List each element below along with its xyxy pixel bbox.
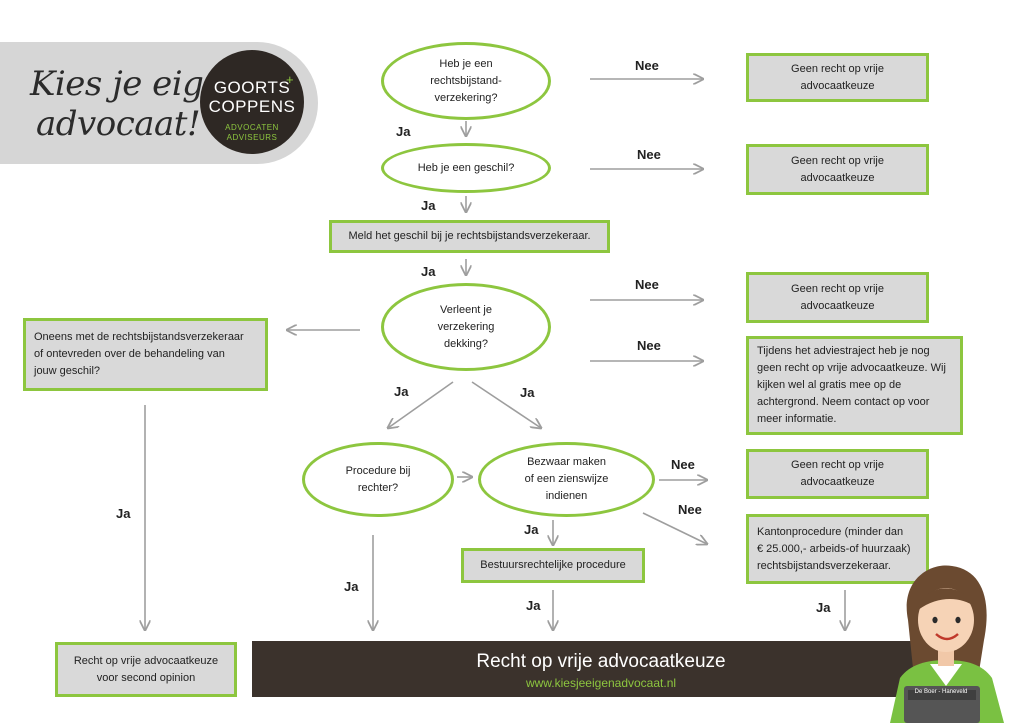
logo-plus: +: [286, 72, 294, 87]
question-rechtsbijstand-text: Heb je een rechtsbijstand-verzekering?: [430, 56, 502, 107]
label-nee-3: Nee: [635, 277, 659, 292]
box-adviestraject-text: Tijdens het adviestraject heb je nog geen…: [757, 343, 946, 428]
text-line: Bestuursrechtelijke procedure: [480, 559, 626, 571]
arrow-q3-bezwaar: [471, 381, 541, 428]
label-nee-2: Nee: [637, 147, 661, 162]
text-line: advocaatkeuze: [800, 476, 875, 488]
logo-sub2: ADVISEURS: [226, 133, 278, 142]
text-line: Meld het geschil bij je rechtsbijstandsv…: [348, 230, 591, 242]
text-line: Bezwaar maken: [527, 456, 606, 468]
box-meld-geschil-text: Meld het geschil bij je rechtsbijstandsv…: [348, 228, 590, 245]
text-line: meer informatie.: [757, 413, 837, 425]
box-geen-recht-2: Geen recht op vrije advocaatkeuze: [746, 144, 929, 195]
text-line: geen recht op vrije advocaatkeuze. Wij: [757, 362, 946, 374]
text-line: Recht op vrije advocaatkeuze: [73, 654, 219, 667]
text-line: of ontevreden over de behandeling van: [34, 348, 225, 360]
question-rechtsbijstand: Heb je een rechtsbijstand-verzekering?: [381, 42, 551, 120]
text-line: verzekering: [437, 320, 495, 333]
box-bestuursrechtelijk-text: Bestuursrechtelijke procedure: [480, 557, 626, 574]
text-line: Oneens met de rechtsbijstandsverzekeraar: [34, 331, 244, 343]
question-procedure: Procedure bij rechter?: [302, 442, 454, 517]
logo-line1: GOORTS: [213, 78, 291, 97]
question-geschil: Heb je een geschil?: [381, 143, 551, 193]
arrow-bezwaar-nee-bottom: [642, 512, 707, 544]
box-second-opinion-text: Recht op vrije advocaatkeuze voor second …: [74, 653, 218, 687]
text-line: Geen recht op vrije: [791, 282, 884, 295]
logo-sub1: ADVOCATEN: [225, 123, 279, 132]
label-nee-1: Nee: [635, 58, 659, 73]
box-oneens: Oneens met de rechtsbijstandsverzekeraar…: [23, 318, 268, 391]
text-line: Heb je een: [439, 57, 493, 70]
text-line: Geen recht op vrije: [791, 459, 884, 471]
label-nee-4: Nee: [637, 338, 661, 353]
text-line: Tijdens het adviestraject heb je nog: [757, 345, 930, 357]
label-ja-10: Ja: [816, 600, 831, 615]
text-line: rechtsbijstandsverzekeraar.: [757, 559, 891, 572]
box-geen-recht-3: Geen recht op vrije advocaatkeuze: [746, 272, 929, 323]
box-oneens-text: Oneens met de rechtsbijstandsverzekeraar…: [34, 329, 244, 380]
question-procedure-text: Procedure bij rechter?: [346, 463, 411, 497]
text-line: rechtsbijstand-: [430, 74, 502, 87]
text-line: voor second opinion: [96, 671, 196, 684]
label-ja-2: Ja: [421, 198, 436, 213]
label-ja-3: Ja: [421, 264, 436, 279]
box-geen-recht-1: Geen recht op vrije advocaatkeuze: [746, 53, 929, 102]
box-meld-geschil: Meld het geschil bij je rechtsbijstandsv…: [329, 220, 610, 253]
text-line: advocaatkeuze: [800, 171, 875, 184]
lawyer-illustration: [890, 565, 1004, 723]
text-line: of een zienswijze: [524, 473, 609, 485]
label-ja-1: Ja: [396, 124, 411, 139]
text-line: advocaatkeuze: [800, 79, 875, 92]
text-line: verzekering?: [434, 91, 498, 104]
label-ja-9: Ja: [526, 598, 541, 613]
label-nee-5: Nee: [671, 457, 695, 472]
company-logo: GOORTS + COPPENS ADVOCATEN ADVISEURS: [200, 50, 304, 154]
question-bezwaar: Bezwaar maken of een zienswijze indienen: [478, 442, 655, 517]
text-line: € 25.000,- arbeids-of huurzaak): [757, 542, 911, 555]
arrow-q3-procedure: [388, 381, 454, 428]
label-ja-8: Ja: [344, 579, 359, 594]
text-line: advocaatkeuze: [800, 299, 875, 312]
text-line: dekking?: [443, 337, 489, 350]
footer-url-link[interactable]: www.kiesjeeigenadvocaat.nl: [525, 676, 677, 690]
label-ja-5: Ja: [520, 385, 535, 400]
question-bezwaar-text: Bezwaar maken of een zienswijze indienen: [525, 454, 609, 505]
box-geen-recht-1-text: Geen recht op vrije advocaatkeuze: [791, 61, 884, 95]
question-dekking: Verleent je verzekering dekking?: [381, 283, 551, 371]
text-line: Verleent je: [440, 303, 492, 316]
text-line: Geen recht op vrije: [791, 154, 884, 167]
label-ja-7: Ja: [524, 522, 539, 537]
box-geen-recht-2-text: Geen recht op vrije advocaatkeuze: [791, 153, 884, 187]
box-geen-recht-4: Geen recht op vrije advocaatkeuze: [746, 449, 929, 499]
box-geen-recht-4-text: Geen recht op vrije advocaatkeuze: [791, 457, 884, 491]
box-geen-recht-3-text: Geen recht op vrije advocaatkeuze: [791, 281, 884, 315]
box-adviestraject: Tijdens het adviestraject heb je nog geen…: [746, 336, 963, 435]
text-line: Procedure bij: [345, 464, 411, 477]
box-kantonprocedure: Kantonprocedure (minder dan € 25.000,- ar…: [746, 514, 929, 584]
label-ja-6: Ja: [116, 506, 131, 521]
text-line: Geen recht op vrije: [791, 62, 884, 75]
text-line: achtergrond. Neem contact op voor: [757, 396, 930, 408]
illustration-nameplate: De Boer - Haneveld: [914, 689, 968, 695]
text-line: jouw geschil?: [34, 365, 101, 377]
box-kantonprocedure-text: Kantonprocedure (minder dan € 25.000,- ar…: [757, 524, 910, 575]
box-bestuursrechtelijk: Bestuursrechtelijke procedure: [461, 548, 645, 583]
text-line: Heb je een geschil?: [417, 161, 515, 174]
question-dekking-text: Verleent je verzekering dekking?: [438, 302, 495, 353]
text-line: kijken wel al gratis mee op de: [757, 379, 902, 391]
tagline-line2: advocaat!: [36, 104, 201, 144]
text-line: rechter?: [357, 481, 399, 494]
text-line: Kantonprocedure (minder dan: [757, 525, 904, 538]
question-geschil-text: Heb je een geschil?: [418, 160, 515, 177]
label-nee-6: Nee: [678, 502, 702, 517]
text-line: indienen: [545, 490, 588, 502]
label-ja-4: Ja: [394, 384, 409, 399]
box-second-opinion: Recht op vrije advocaatkeuze voor second …: [55, 642, 237, 697]
footer-banner: Recht op vrije advocaatkeuze www.kiesjee…: [252, 641, 950, 697]
logo-line2: COPPENS: [208, 97, 296, 116]
footer-title: Recht op vrije advocaatkeuze: [476, 651, 726, 672]
